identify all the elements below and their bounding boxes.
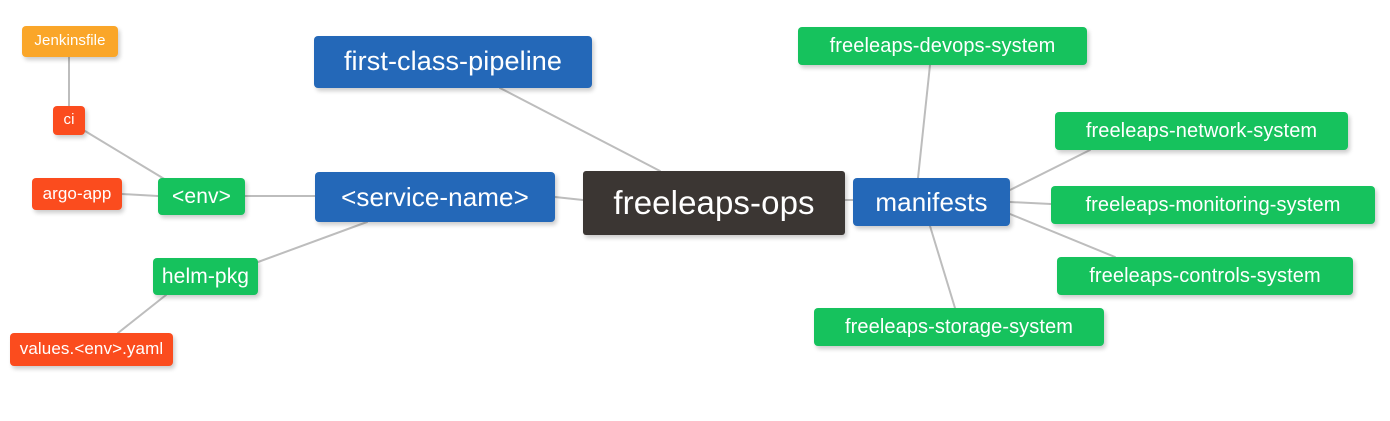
mindmap-edge-argo-app-to-env bbox=[121, 193, 159, 197]
mindmap-edge-service-name-to-freeleaps-ops bbox=[554, 196, 584, 201]
mindmap-node-first-class-pipeline[interactable]: first-class-pipeline bbox=[314, 36, 592, 88]
mindmap-node-freeleaps-network-system[interactable]: freeleaps-network-system bbox=[1055, 112, 1348, 150]
mindmap-node-helm-pkg[interactable]: helm-pkg bbox=[153, 258, 258, 295]
mindmap-edge-helm-pkg-to-values-env-yaml bbox=[117, 294, 167, 334]
mindmap-node-freeleaps-controls-system[interactable]: freeleaps-controls-system bbox=[1057, 257, 1353, 295]
mindmap-node-env[interactable]: <env> bbox=[158, 178, 245, 215]
mindmap-node-freeleaps-monitoring-system[interactable]: freeleaps-monitoring-system bbox=[1051, 186, 1375, 224]
mindmap-edge-service-name-to-helm-pkg bbox=[257, 221, 368, 263]
mindmap-edge-first-class-pipeline-to-freeleaps-ops bbox=[499, 87, 661, 172]
mindmap-node-freeleaps-ops[interactable]: freeleaps-ops bbox=[583, 171, 845, 235]
mindmap-node-freeleaps-storage-system[interactable]: freeleaps-storage-system bbox=[814, 308, 1104, 346]
mindmap-node-freeleaps-devops-system[interactable]: freeleaps-devops-system bbox=[798, 27, 1087, 65]
mindmap-edge-manifests-to-freeleaps-devops-system bbox=[917, 64, 931, 179]
mindmap-node-ci[interactable]: ci bbox=[53, 106, 85, 135]
mindmap-node-argo-app[interactable]: argo-app bbox=[32, 178, 122, 210]
mindmap-edge-manifests-to-freeleaps-monitoring-system bbox=[1009, 201, 1052, 205]
mindmap-edge-ci-to-env bbox=[84, 130, 167, 181]
mindmap-node-manifests[interactable]: manifests bbox=[853, 178, 1010, 226]
mindmap-edge-manifests-to-freeleaps-storage-system bbox=[929, 225, 956, 309]
mindmap-edge-manifests-to-freeleaps-network-system bbox=[1009, 149, 1091, 191]
mindmap-node-values-env-yaml[interactable]: values.<env>.yaml bbox=[10, 333, 173, 366]
mindmap-node-jenkinsfile[interactable]: Jenkinsfile bbox=[22, 26, 118, 57]
mindmap-node-service-name[interactable]: <service-name> bbox=[315, 172, 555, 222]
